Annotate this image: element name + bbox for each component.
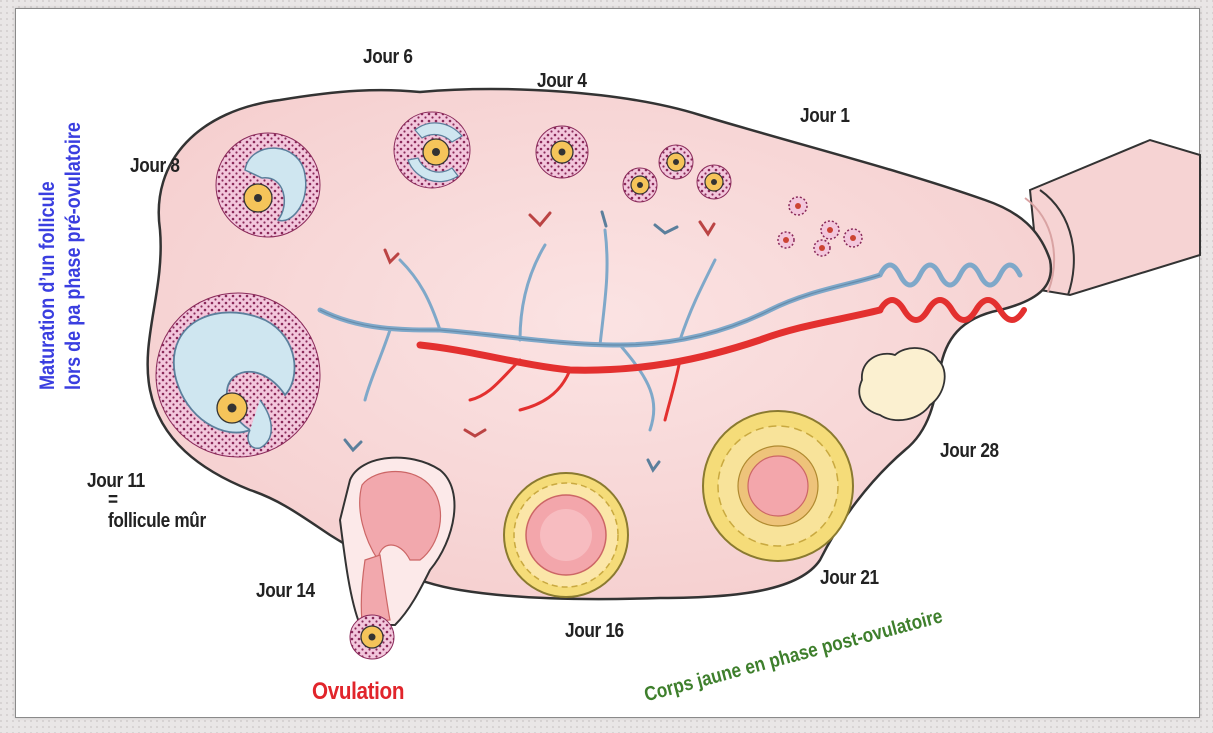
primary-follicles bbox=[622, 144, 732, 203]
label-jour-6: Jour 6 bbox=[363, 46, 413, 68]
label-jour-1: Jour 1 bbox=[800, 105, 850, 127]
follicle-day-6 bbox=[393, 111, 471, 189]
follicle-day-11 bbox=[155, 292, 321, 458]
pre-ovulatory-line-2: lors de pa phase pré-ovulatoire bbox=[62, 122, 85, 390]
label-jour-28: Jour 28 bbox=[940, 440, 999, 462]
primordial-follicles bbox=[777, 196, 863, 257]
label-jour-14: Jour 14 bbox=[256, 580, 315, 602]
corpus-luteum-day-16 bbox=[503, 472, 629, 598]
label-jour-4: Jour 4 bbox=[537, 70, 587, 92]
label-jour-11: Jour 11 bbox=[87, 470, 145, 492]
follicle-day-8 bbox=[215, 132, 321, 238]
label-ovulation: Ovulation bbox=[312, 678, 405, 705]
capillaries bbox=[343, 210, 716, 473]
arteries bbox=[416, 297, 1027, 422]
follicle-day-4 bbox=[535, 125, 589, 179]
label-jour-8: Jour 8 bbox=[130, 155, 180, 177]
corpus-luteum-day-21 bbox=[702, 410, 854, 562]
label-jour-16: Jour 16 bbox=[565, 620, 624, 642]
corpus-albicans-day-28 bbox=[858, 347, 946, 422]
label-jour-21: Jour 21 bbox=[820, 567, 879, 589]
ovarian-ligament bbox=[1028, 138, 1201, 297]
pre-ovulatory-caption: Maturation d’un follicule lors de pa pha… bbox=[35, 60, 87, 390]
pre-ovulatory-line-1: Maturation d’un follicule bbox=[36, 181, 59, 390]
label-equals: = bbox=[108, 489, 118, 511]
ovulating-follicle bbox=[338, 456, 456, 660]
label-follicule-mur: follicule mûr bbox=[108, 510, 206, 532]
